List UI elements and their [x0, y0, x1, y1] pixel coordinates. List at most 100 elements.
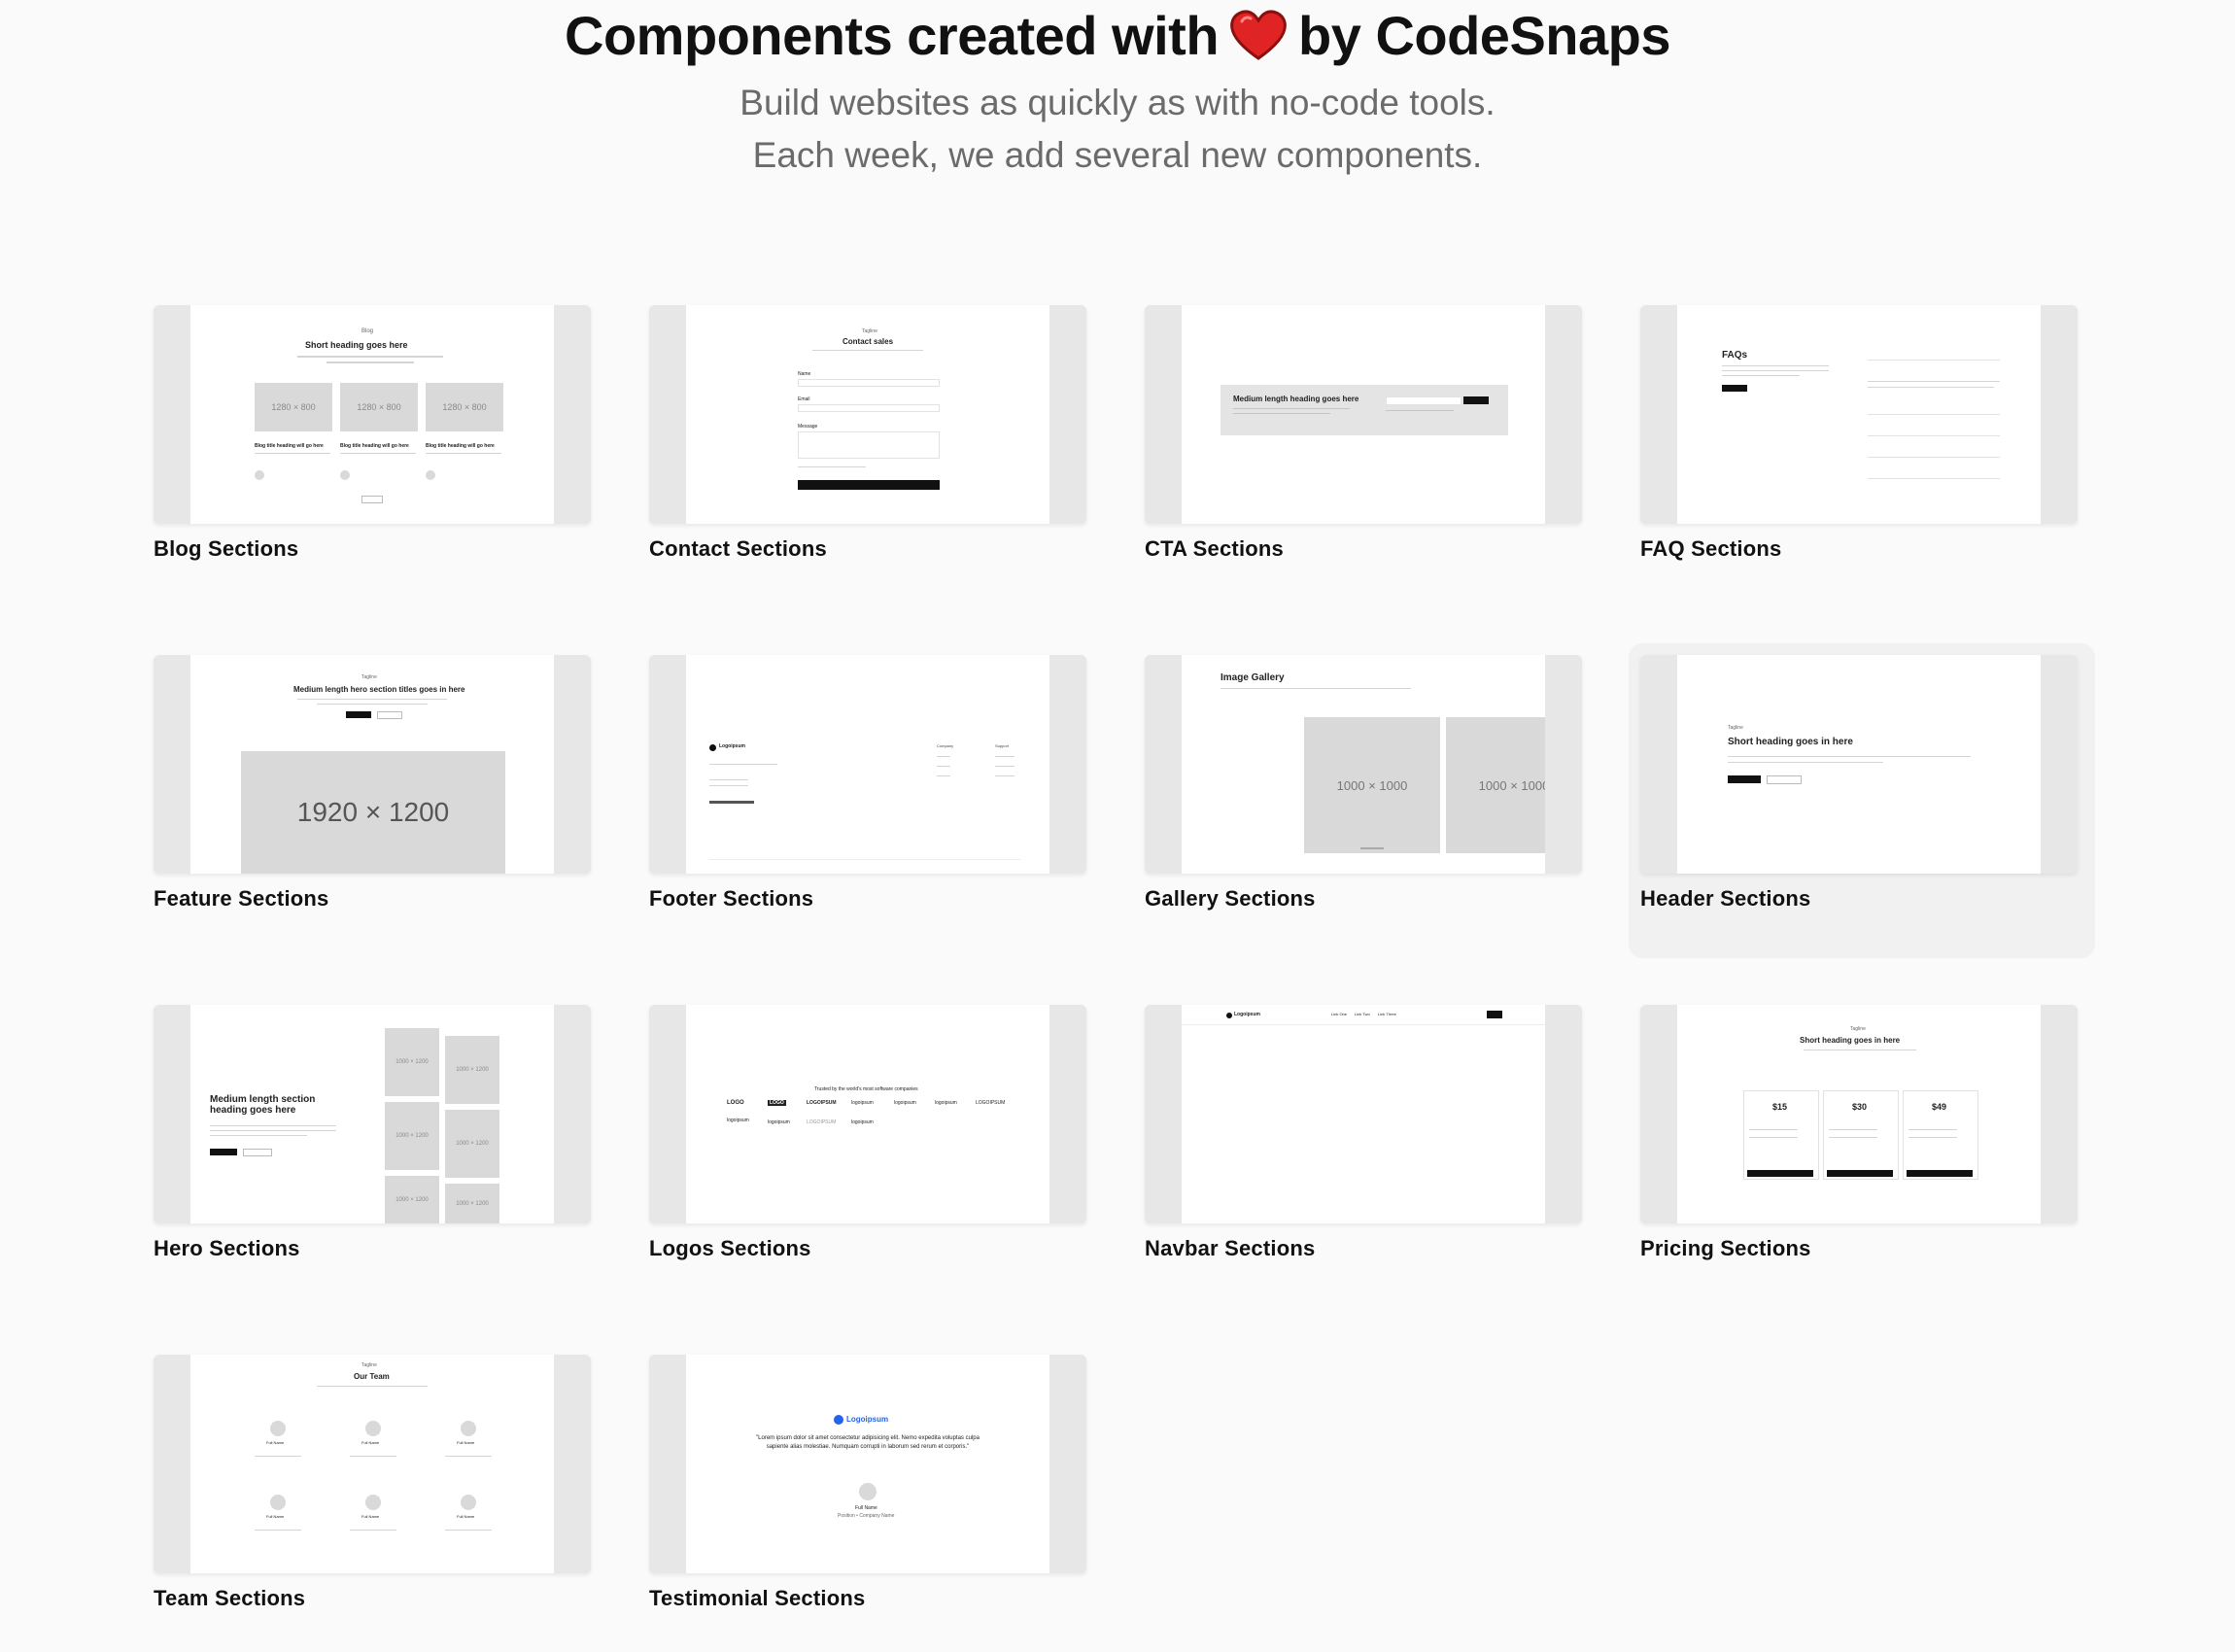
preview-submit [798, 480, 940, 490]
preview-text: Company [937, 743, 954, 748]
preview-text: Blog title heading will go here [255, 443, 324, 449]
preview-button [1722, 385, 1747, 392]
hero-preview: Medium length section heading goes here … [154, 1005, 591, 1223]
preview-text: Name [798, 371, 811, 377]
card-pricing-sections[interactable]: Tagline Short heading goes in here $15 $… [1629, 993, 2095, 1285]
card-label: Pricing Sections [1640, 1236, 1811, 1260]
card-hero-sections[interactable]: Medium length section heading goes here … [142, 993, 608, 1285]
preview-line [995, 766, 1014, 767]
logo-icon [709, 744, 716, 751]
avatar [461, 1421, 476, 1436]
preview-image: 1920 × 1200 [241, 751, 505, 874]
preview-line [255, 453, 330, 454]
preview-button [1463, 396, 1489, 404]
card-logos-sections[interactable]: Trusted by the world's most software com… [637, 993, 1104, 1285]
avatar [426, 470, 435, 480]
testimonial-quote: "Lorem ipsum dolor sit amet consectetur … [756, 1435, 980, 1450]
card-gallery-sections[interactable]: Image Gallery 1000 × 1000 1000 × 1000 Ga… [1133, 643, 1599, 935]
card-footer-sections[interactable]: Logoipsum Company Support Footer Section… [637, 643, 1104, 935]
preview-divider [1868, 414, 2000, 415]
card-label: Logos Sections [649, 1236, 811, 1260]
logo-item: LOGOIPSUM [807, 1119, 837, 1125]
preview-text: Contact sales [842, 337, 894, 346]
card-feature-sections[interactable]: Tagline Medium length hero section title… [142, 643, 608, 935]
preview-line [1233, 413, 1330, 414]
preview-text: Tagline [1850, 1026, 1866, 1032]
preview-button [1487, 1011, 1502, 1018]
preview-line [317, 704, 428, 705]
card-faq-sections[interactable]: FAQs FAQ Sections [1629, 293, 2095, 585]
avatar [365, 1495, 381, 1510]
cta-preview: Medium length heading goes here [1145, 305, 1582, 524]
preview-line [937, 766, 950, 767]
card-cta-sections[interactable]: Medium length heading goes here CTA Sect… [1133, 293, 1599, 585]
preview-text: FAQs [1722, 350, 1748, 361]
preview-text: Trusted by the world's most software com… [814, 1086, 918, 1092]
avatar [365, 1421, 381, 1436]
preview-line [210, 1130, 336, 1131]
preview-text: Short heading goes in here [1728, 737, 1853, 747]
preview-button [1907, 1170, 1973, 1177]
pricing-card [1903, 1090, 1978, 1180]
preview-line [255, 1530, 301, 1531]
logo-item: logoipsum [894, 1100, 916, 1106]
subtitle-line-2: Each week, we add several new components… [752, 135, 1483, 175]
preview-line [709, 785, 748, 786]
avatar [340, 470, 350, 480]
logo-item: LOGO [768, 1100, 786, 1106]
preview-text: Tagline [361, 1362, 377, 1368]
preview-text: Our Team [354, 1372, 390, 1381]
contact-preview: Tagline Contact sales Name Email Message [649, 305, 1086, 524]
card-label: Contact Sections [649, 536, 827, 561]
preview-image: 1000 × 1200 [385, 1102, 439, 1170]
card-team-sections[interactable]: Tagline Our Team Full Name Full Name Ful… [142, 1343, 608, 1635]
preview-line [1908, 1137, 1957, 1138]
card-label: Header Sections [1640, 886, 1811, 911]
preview-divider [1868, 478, 2000, 479]
preview-line [1728, 762, 1883, 763]
preview-line [255, 1456, 301, 1457]
avatar [255, 470, 264, 480]
preview-divider [1182, 1024, 1545, 1025]
heart-icon [1230, 10, 1287, 60]
preview-line [1221, 688, 1411, 689]
navbar-preview: Logoipsum Link One Link Two Link Three [1145, 1005, 1582, 1223]
preview-text: Logoipsum [846, 1415, 889, 1424]
card-label: Team Sections [154, 1586, 306, 1610]
preview-text: Medium length section heading goes here [210, 1094, 316, 1116]
preview-textarea [798, 431, 940, 459]
preview-input [1386, 396, 1461, 405]
card-header-sections[interactable]: Tagline Short heading goes in here Heade… [1629, 643, 2095, 958]
preview-line [995, 756, 1014, 757]
logo-item: LOGOIPSUM [976, 1100, 1006, 1106]
preview-button [361, 496, 383, 503]
preview-text: Full Name [855, 1505, 877, 1511]
preview-text: Short heading goes here [305, 340, 408, 350]
card-testimonial-sections[interactable]: Logoipsum "Lorem ipsum dolor sit amet co… [637, 1343, 1104, 1635]
title-after: by CodeSnaps [1298, 5, 1670, 66]
preview-button [377, 711, 402, 719]
pagination-dots [1360, 847, 1384, 849]
avatar [270, 1421, 286, 1436]
faq-preview: FAQs [1640, 305, 2078, 524]
logos-preview: Trusted by the world's most software com… [649, 1005, 1086, 1223]
card-contact-sections[interactable]: Tagline Contact sales Name Email Message… [637, 293, 1104, 585]
preview-button [1747, 1170, 1813, 1177]
card-label: Blog Sections [154, 536, 299, 561]
preview-button [346, 711, 371, 718]
price-text: $30 [1852, 1102, 1868, 1112]
preview-image: 1000 × 1200 [445, 1184, 499, 1223]
card-blog-sections[interactable]: Blog Short heading goes here 1280 × 800 … [142, 293, 608, 585]
preview-line [445, 1456, 492, 1457]
preview-line [709, 764, 777, 765]
card-label: Navbar Sections [1145, 1236, 1316, 1260]
preview-line [1868, 387, 1994, 388]
preview-text: Image Gallery [1221, 672, 1285, 683]
preview-text: Support [995, 743, 1010, 748]
preview-text: Link Two [1355, 1012, 1370, 1016]
card-navbar-sections[interactable]: Logoipsum Link One Link Two Link Three N… [1133, 993, 1599, 1285]
logo-item: logoipsum [935, 1100, 957, 1106]
avatar [270, 1495, 286, 1510]
card-label: Footer Sections [649, 886, 814, 911]
